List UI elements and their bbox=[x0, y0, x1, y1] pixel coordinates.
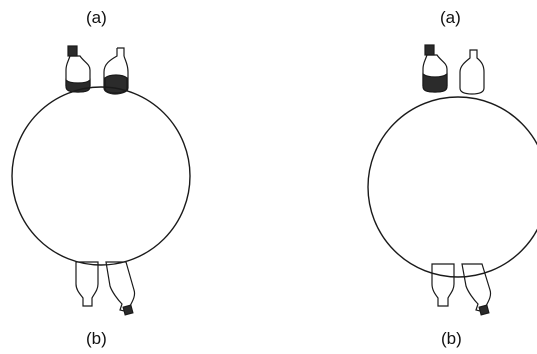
left-bottom-bottle-1 bbox=[76, 262, 98, 306]
right-panel: (a) (b) bbox=[368, 8, 537, 348]
left-panel: (a) (b) bbox=[12, 8, 190, 348]
left-bottom-label: (b) bbox=[86, 329, 107, 348]
right-top-label: (a) bbox=[440, 8, 461, 27]
right-top-bottle-1 bbox=[423, 45, 447, 92]
left-top-label: (a) bbox=[86, 8, 107, 27]
right-bottom-label: (b) bbox=[441, 329, 462, 348]
left-sphere bbox=[12, 87, 190, 265]
right-bottom-bottle-1 bbox=[432, 264, 454, 306]
right-bottom-bottle-2 bbox=[462, 264, 491, 315]
left-bottom-bottle-2 bbox=[106, 262, 135, 315]
right-sphere bbox=[368, 97, 537, 277]
right-top-bottle-2 bbox=[460, 50, 484, 94]
left-top-bottle-1 bbox=[66, 46, 90, 92]
